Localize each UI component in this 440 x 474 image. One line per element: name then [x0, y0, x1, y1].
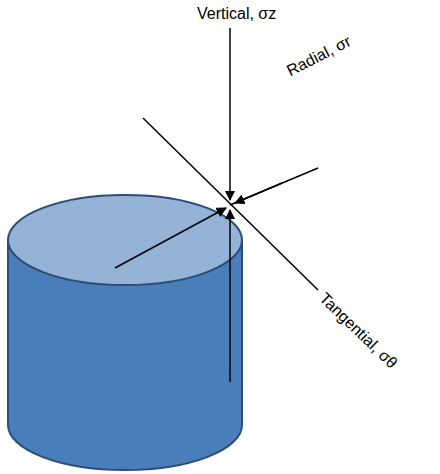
cylinder-top	[8, 195, 242, 285]
radial-line	[230, 168, 318, 205]
tangential-label: Tangential, σθ	[316, 290, 399, 371]
radial-arrow	[235, 183, 282, 203]
radial-arrow	[115, 208, 226, 268]
vertical-label: Vertical, σz	[197, 6, 276, 22]
radial-label: Radial, σr	[284, 33, 353, 79]
vertical-arrow	[229, 210, 231, 382]
vertical-arrow	[229, 28, 231, 200]
